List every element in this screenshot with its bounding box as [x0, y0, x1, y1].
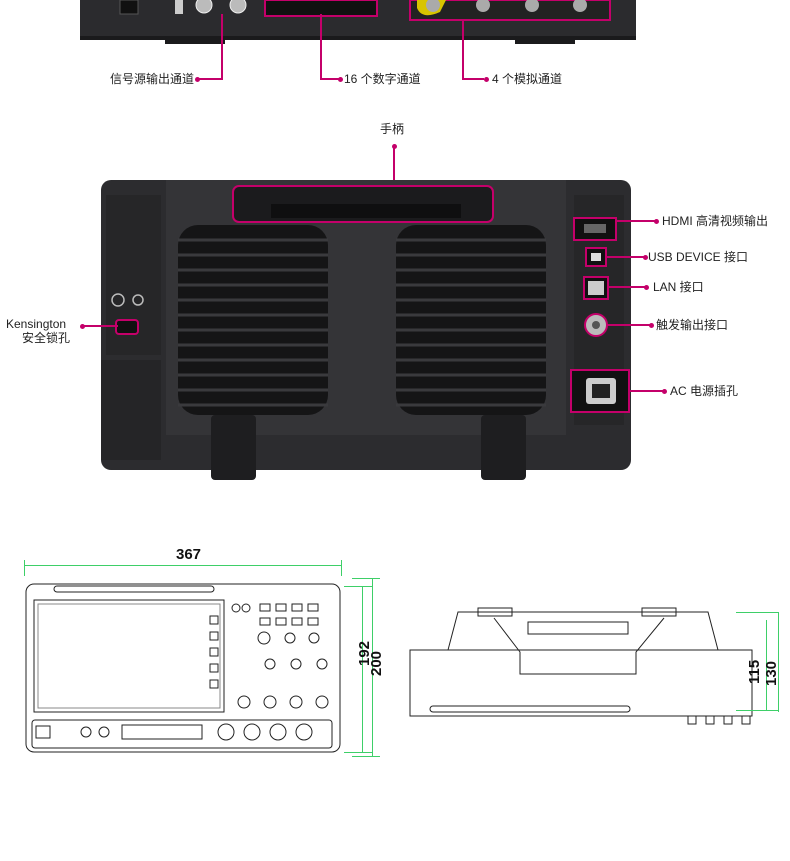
depth-inner-dimension: 115 — [746, 659, 763, 684]
depth-outer-dimension: 130 — [763, 660, 780, 686]
ac-power-label: AC 电源插孔 — [670, 384, 739, 398]
width-dimension: 367 — [176, 546, 202, 563]
side-view-drawing — [408, 606, 764, 736]
front-panel-photo — [80, 0, 636, 44]
signal-output-label: 信号源输出通道 — [110, 72, 195, 86]
front-view-drawing — [24, 578, 346, 758]
analog-channels-label: 4 个模拟通道 — [492, 72, 563, 86]
lan-label: LAN 接口 — [653, 280, 704, 294]
trigger-out-label: 触发输出接口 — [656, 318, 729, 332]
digital-channels-label: 16 个数字通道 — [344, 72, 421, 86]
hdmi-label: HDMI 高清视频输出 — [662, 214, 768, 228]
kensington-label: Kensington — [6, 317, 67, 331]
handle-label: 手柄 — [380, 122, 405, 136]
height-outer-dimension: 200 — [368, 650, 385, 676]
rear-panel-photo — [96, 180, 636, 480]
usb-device-label: USB DEVICE 接口 — [648, 250, 749, 264]
kensington-sub-label: 安全锁孔 — [22, 331, 71, 345]
